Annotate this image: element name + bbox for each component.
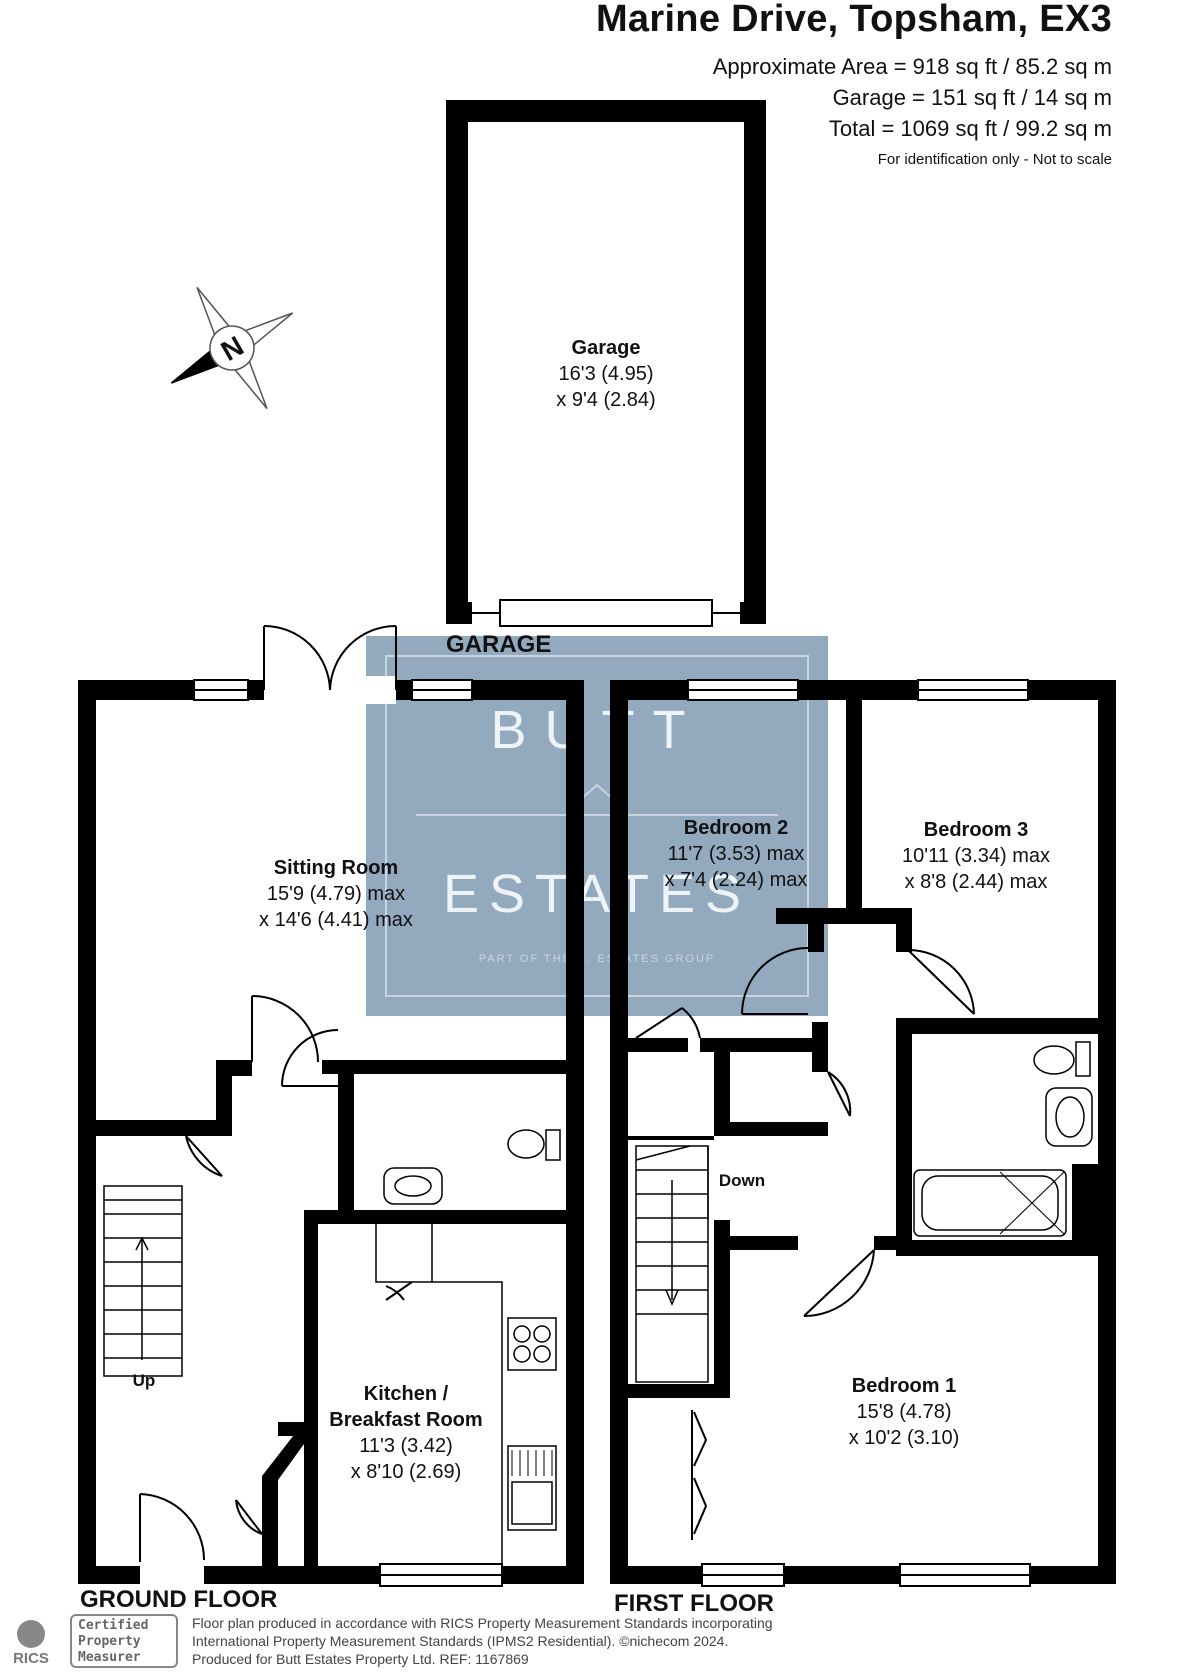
garage-room-dim1: 16'3 (4.95)	[559, 363, 654, 385]
bedroom2-dim1: 11'7 (3.53) max	[668, 843, 805, 865]
scale-disclaimer: For identification only - Not to scale	[877, 151, 1112, 168]
compass-rose	[170, 286, 294, 410]
garage-door	[499, 599, 713, 627]
stairs-down-label: Down	[719, 1171, 765, 1190]
kitchen-dim2: x 8'10 (2.69)	[351, 1461, 462, 1483]
footer-line-1: Floor plan produced in accordance with R…	[192, 1615, 773, 1631]
garage-structure	[446, 100, 766, 627]
garage-area: Garage = 151 sq ft / 14 sq m	[832, 85, 1112, 110]
stairs-up-label: Up	[133, 1371, 156, 1390]
sitting-room-name: Sitting Room	[274, 857, 398, 879]
kitchen-dim1: 11'3 (3.42)	[359, 1435, 453, 1457]
garage-section-label: GARAGE	[446, 631, 551, 658]
first-floor-openings	[687, 679, 1031, 1587]
sitting-room-dim1: 15'9 (4.79) max	[267, 883, 405, 905]
watermark-line2: ESTATES	[443, 864, 751, 924]
bedroom3-name: Bedroom 3	[924, 819, 1028, 841]
footer-line-2: International Property Measurement Stand…	[192, 1633, 729, 1649]
ground-floor-label: GROUND FLOOR	[80, 1586, 278, 1613]
room-labels: Garage 16'3 (4.95) x 9'4 (2.84) Sitting …	[133, 337, 1050, 1483]
bedroom2-name: Bedroom 2	[684, 817, 788, 839]
garage-room-dim2: x 9'4 (2.84)	[556, 389, 655, 411]
bedroom1-dim1: 15'8 (4.78)	[857, 1401, 952, 1423]
bedroom3-dim1: 10'11 (3.34) max	[902, 845, 1050, 867]
rics-logo-text: RICS	[13, 1650, 49, 1667]
first-floor-label: FIRST FLOOR	[614, 1590, 774, 1617]
garage-room-name: Garage	[572, 337, 641, 359]
property-title: Marine Drive, Topsham, EX3	[595, 0, 1112, 40]
ground-floor-doors	[103, 625, 561, 1566]
kitchen-name1: Kitchen /	[364, 1383, 449, 1405]
first-floor-walls	[610, 680, 1116, 1584]
certified-measurer-badge: Certified Property Measurer	[70, 1614, 178, 1668]
sitting-room-dim2: x 14'6 (4.41) max	[259, 909, 413, 931]
total-area: Total = 1069 sq ft / 99.2 sq m	[828, 116, 1112, 141]
badge-line-1: Certified	[78, 1618, 149, 1633]
kitchen-name2: Breakfast Room	[329, 1409, 482, 1431]
rics-emblem-icon	[17, 1620, 45, 1648]
rics-logo: RICS	[10, 1620, 52, 1667]
bedroom3-dim2: x 8'8 (2.44) max	[905, 871, 1048, 893]
bedroom1-dim2: x 10'2 (3.10)	[849, 1427, 960, 1449]
badge-line-3: Measurer	[78, 1650, 141, 1665]
approx-area: Approximate Area = 918 sq ft / 85.2 sq m	[712, 54, 1112, 79]
badge-line-2: Property	[78, 1634, 141, 1649]
bedroom2-dim2: x 7'4 (2.24) max	[665, 869, 808, 891]
bedroom1-name: Bedroom 1	[852, 1375, 956, 1397]
footer-notes: Floor plan produced in accordance with R…	[192, 1614, 773, 1668]
footer-line-3: Produced for Butt Estates Property Ltd. …	[192, 1651, 529, 1667]
first-floor-doors	[635, 947, 1093, 1540]
watermark-tagline: PART OF THE ... ESTATES GROUP	[479, 953, 715, 965]
watermark-line1: BUTT	[491, 700, 704, 760]
